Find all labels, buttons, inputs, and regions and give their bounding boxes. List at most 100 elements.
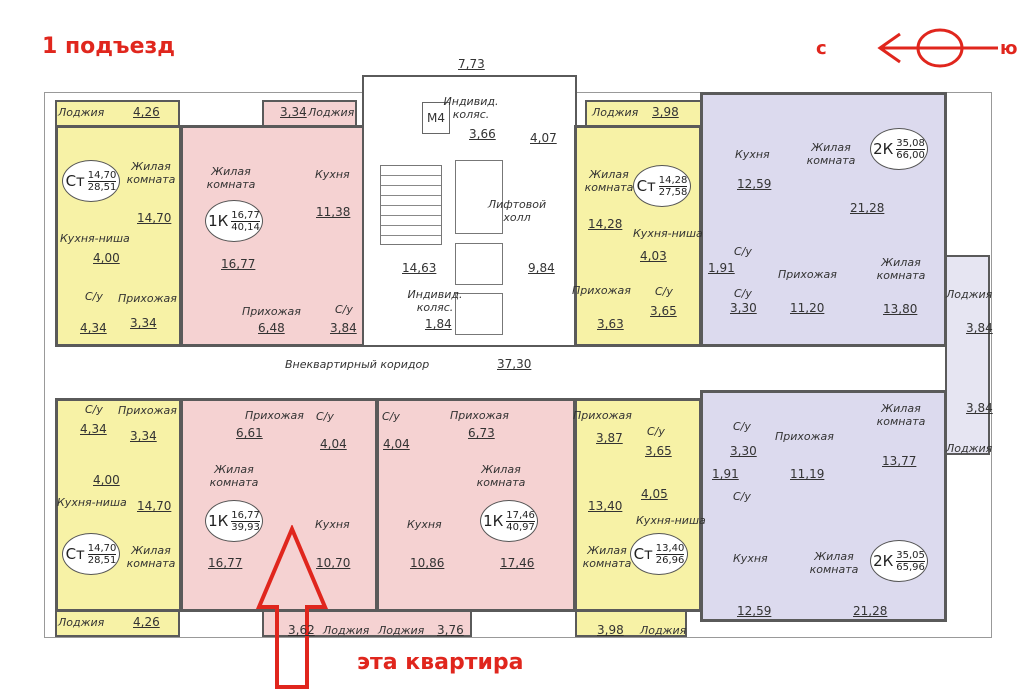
room-area: 4,26 bbox=[133, 615, 160, 629]
room-area: 14,70 bbox=[137, 211, 172, 225]
room-area: 12,59 bbox=[737, 177, 772, 191]
room-area: 3,98 bbox=[597, 623, 624, 637]
room-name: Лоджия bbox=[378, 624, 425, 637]
room-area: 4,00 bbox=[93, 251, 120, 265]
room-name: С/у bbox=[85, 403, 103, 416]
room-area: 3,84 bbox=[330, 321, 357, 335]
room-area: 21,28 bbox=[853, 604, 888, 618]
room-name: Лоджия bbox=[323, 624, 370, 637]
room-area: 11,38 bbox=[316, 205, 351, 219]
total-area: 66,00 bbox=[896, 149, 925, 161]
apartment-type: 1К bbox=[208, 512, 229, 530]
room-name: С/у bbox=[733, 420, 751, 433]
apartment-type: 2К bbox=[873, 140, 894, 158]
room-area: 21,28 bbox=[850, 201, 885, 215]
room-area: 3,34 bbox=[130, 429, 157, 443]
room-area: 1,91 bbox=[708, 261, 735, 275]
room-name: Лоджия bbox=[640, 624, 687, 637]
room-area: 4,34 bbox=[80, 422, 107, 436]
apartment-studio bbox=[574, 125, 702, 347]
room-name: Кухня-ниша bbox=[57, 496, 127, 509]
stroller1-name: Индивид. коляс. bbox=[443, 95, 499, 121]
room-name: С/у bbox=[647, 425, 665, 438]
this-apartment-caption: эта квартира bbox=[357, 650, 524, 675]
living-area: 14,70 bbox=[87, 542, 117, 555]
total-area: 40,97 bbox=[506, 521, 535, 533]
total-area: 27,58 bbox=[658, 186, 688, 198]
apartment-1k bbox=[376, 398, 576, 612]
room-area: 3,76 bbox=[437, 623, 464, 637]
living-area: 13,40 bbox=[655, 542, 685, 555]
total-area: 28,51 bbox=[87, 554, 117, 566]
loggia bbox=[262, 610, 472, 637]
total-area: 39,93 bbox=[231, 521, 260, 533]
apartment-type: Ст bbox=[65, 172, 85, 190]
apartment-type: 2К bbox=[873, 552, 894, 570]
room-area: 4,04 bbox=[320, 437, 347, 451]
room-area: 13,80 bbox=[883, 302, 918, 316]
room-area: 11,20 bbox=[790, 301, 825, 315]
room-area: 3,84 bbox=[966, 321, 993, 335]
apartment-1k bbox=[180, 125, 376, 347]
corridor-name: Внеквартирный коридор bbox=[285, 358, 430, 371]
apartment-type: 1К bbox=[208, 212, 229, 230]
room-area: 4,04 bbox=[383, 437, 410, 451]
room-name: Кухня bbox=[315, 518, 350, 531]
room-name: Лоджия bbox=[308, 106, 355, 119]
total-area: 65,96 bbox=[896, 561, 925, 573]
elevator-shaft bbox=[455, 293, 503, 335]
room-name: Кухня bbox=[315, 168, 350, 181]
apartment-type: Ст bbox=[633, 545, 653, 563]
living-area: 16,77 bbox=[231, 509, 260, 522]
room-area: 3,98 bbox=[652, 105, 679, 119]
room-name: Лоджия bbox=[592, 106, 639, 119]
entrance-title: 1 подъезд bbox=[42, 34, 176, 59]
room-name: С/у bbox=[382, 410, 400, 423]
room-name: Жилая комната bbox=[126, 160, 176, 186]
living-area: 35,08 bbox=[896, 137, 925, 150]
room-area: 3,30 bbox=[730, 301, 757, 315]
this-apartment-arrow-icon bbox=[255, 525, 329, 689]
room-area: 3,63 bbox=[597, 317, 624, 331]
compass-south: ю bbox=[1000, 38, 1018, 59]
room-area: 3,65 bbox=[645, 444, 672, 458]
room-name: Жилая комната bbox=[876, 256, 926, 282]
room-area: 3,65 bbox=[650, 304, 677, 318]
room-area: 4,00 bbox=[93, 473, 120, 487]
room-name: Жилая комната bbox=[806, 141, 856, 167]
apartment-type: 1К bbox=[483, 512, 504, 530]
room-area: 3,62 bbox=[288, 623, 315, 637]
room-area: 16,77 bbox=[208, 556, 243, 570]
room-name: Прихожая bbox=[573, 409, 632, 422]
room-name: Кухня-ниша bbox=[633, 227, 703, 240]
room-name: Прихожая bbox=[775, 430, 834, 443]
room-name: Лоджия bbox=[946, 288, 993, 301]
room-name: С/у bbox=[733, 490, 751, 503]
living-area: 14,28 bbox=[658, 174, 688, 187]
staircase bbox=[380, 165, 442, 245]
total-area: 28,51 bbox=[87, 181, 117, 193]
room-name: Прихожая bbox=[572, 284, 631, 297]
room-name: С/у bbox=[316, 410, 334, 423]
room-name: Жилая комната bbox=[126, 544, 176, 570]
room-area: 1,91 bbox=[712, 467, 739, 481]
lift-hall-area: 9,84 bbox=[528, 261, 555, 275]
room-area: 3,87 bbox=[596, 431, 623, 445]
room-area: 13,77 bbox=[882, 454, 917, 468]
room-area: 4,26 bbox=[133, 105, 160, 119]
room-name: С/у bbox=[655, 285, 673, 298]
room-name: Кухня bbox=[733, 552, 768, 565]
living-area: 16,77 bbox=[231, 209, 260, 222]
lobby-area: 7,73 bbox=[458, 57, 485, 71]
elevator-shaft bbox=[455, 243, 503, 285]
